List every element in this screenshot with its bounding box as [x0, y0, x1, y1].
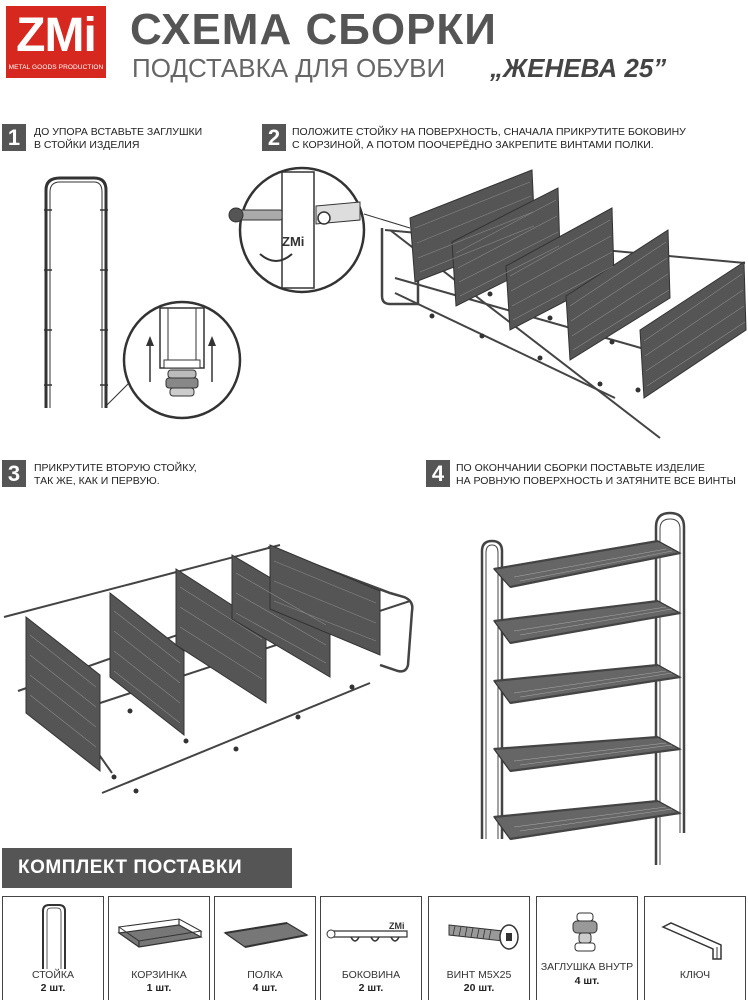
step-2-text: ПОЛОЖИТЕ СТОЙКУ НА ПОВЕРХНОСТЬ, СНАЧАЛА … [292, 126, 686, 152]
kit-item-upright: СТОЙКА 2 шт. [2, 896, 104, 1000]
step-1-illustration [44, 176, 242, 420]
step-1-text: ДО УПОРА ВСТАВЬТЕ ЗАГЛУШКИ В СТОЙКИ ИЗДЕ… [34, 126, 202, 152]
kit-item-name: БОКОВИНА [341, 969, 401, 981]
step-4-illustration [480, 511, 686, 865]
kit-item-name: ЗАГЛУШКА ВНУТР [540, 961, 634, 973]
step-2-number: 2 [262, 124, 286, 151]
kit-item-shelf: ПОЛКА 4 шт. [214, 896, 316, 1000]
kit-item-name: КОРЗИНКА [131, 969, 187, 981]
step-4-line-2: НА РОВНУЮ ПОВЕРХНОСТЬ И ЗАТЯНИТЕ ВСЕ ВИН… [456, 475, 736, 487]
kit-item-key: КЛЮЧ [644, 896, 746, 1000]
step-3-line-2: ТАК ЖЕ, КАК И ПЕРВУЮ. [34, 475, 160, 487]
step-3-text: ПРИКРУТИТЕ ВТОРУЮ СТОЙКУ, ТАК ЖЕ, КАК И … [34, 462, 197, 488]
step-3-number: 3 [2, 460, 26, 487]
kit-item-qty: 2 шт. [40, 982, 66, 994]
product-subtitle: ПОДСТАВКА ДЛЯ ОБУВИ [132, 53, 446, 83]
kit-item-side-panel: ZMi БОКОВИНА 2 шт. [320, 896, 422, 1000]
kit-item-qty: 20 шт. [463, 982, 495, 994]
step-3-line-1: ПРИКРУТИТЕ ВТОРУЮ СТОЙКУ, [34, 462, 197, 474]
shelf-icon [223, 922, 309, 948]
step-3-illustration [3, 544, 414, 794]
kit-item-qty: 4 шт. [574, 975, 600, 987]
step-2-line-1: ПОЛОЖИТЕ СТОЙКУ НА ПОВЕРХНОСТЬ, СНАЧАЛА … [292, 126, 686, 138]
step-1-number: 1 [2, 124, 26, 151]
kit-item-qty: 2 шт. [358, 982, 384, 994]
end-cap-icon [572, 912, 598, 952]
detail-logo: ZMi [282, 234, 304, 249]
step-4-text: ПО ОКОНЧАНИИ СБОРКИ ПОСТАВЬТЕ ИЗДЕЛИЕ НА… [456, 462, 736, 488]
screw-icon [448, 924, 519, 950]
kit-heading: КОМПЛЕКТ ПОСТАВКИ [2, 848, 292, 888]
step-1-line-1: ДО УПОРА ВСТАВЬТЕ ЗАГЛУШКИ [34, 126, 203, 138]
upright-icon [42, 904, 66, 969]
brand-logo: ZMi METAL GOODS PRODUCTION [6, 6, 106, 78]
step-1-line-2: В СТОЙКИ ИЗДЕЛИЯ [34, 139, 140, 151]
kit-item-screw: ВИНТ М5х25 20 шт. [428, 896, 530, 1000]
kit-item-name: КЛЮЧ [679, 969, 711, 981]
kit-item-name: ВИНТ М5х25 [446, 969, 512, 981]
side-panel-icon: ZMi [326, 921, 408, 942]
kit-item-name: СТОЙКА [31, 969, 74, 981]
kit-item-qty: 4 шт. [252, 982, 278, 994]
basket-icon [117, 918, 203, 948]
kit-item-name: ПОЛКА [247, 969, 283, 981]
step-4-line-1: ПО ОКОНЧАНИИ СБОРКИ ПОСТАВЬТЕ ИЗДЕЛИЕ [456, 462, 705, 474]
logo-subtitle: METAL GOODS PRODUCTION [8, 64, 104, 71]
kit-item-basket: КОРЗИНКА 1 шт. [108, 896, 210, 1000]
product-model: „ЖЕНЕВА 25” [490, 53, 667, 83]
page-title: СХЕМА СБОРКИ [130, 5, 497, 54]
kit-item-qty: 1 шт. [146, 982, 172, 994]
hex-key-icon [661, 922, 722, 960]
step-4-number: 4 [426, 460, 450, 487]
step-2-line-2: С КОРЗИНОЙ, А ПОТОМ ПООЧЕРЁДНО ЗАКРЕПИТЕ… [292, 139, 654, 151]
logo-mark: ZMi [16, 9, 97, 62]
side-panel-logo: ZMi [389, 921, 405, 931]
kit-item-end-cap: ЗАГЛУШКА ВНУТР 4 шт. [536, 896, 638, 1000]
step-2-illustration: ZMi [228, 166, 747, 439]
